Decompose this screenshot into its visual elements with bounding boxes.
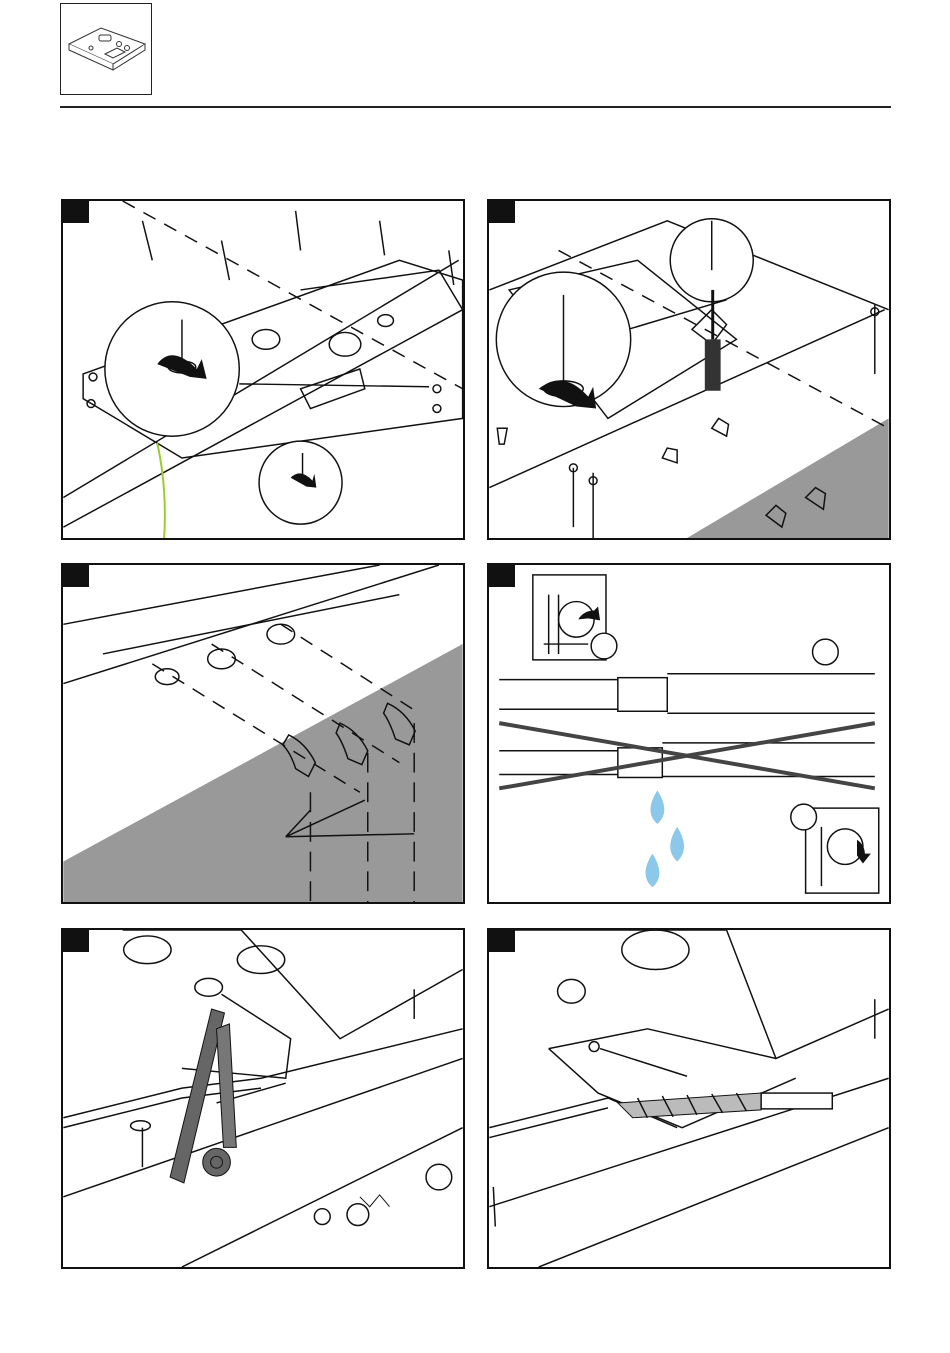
- step-marker: [489, 565, 515, 587]
- drill-bit-illustration: [489, 930, 889, 1267]
- step-marker: [63, 565, 89, 587]
- step-marker: [489, 201, 515, 223]
- step-panel-6: [487, 928, 891, 1269]
- step-panel-3: [61, 563, 465, 904]
- valve-leak-check-illustration: [489, 565, 889, 902]
- header-divider: [60, 106, 891, 108]
- step-panel-2: [487, 199, 891, 540]
- tray-screw-mounting-illustration: [63, 201, 463, 538]
- pipe-connector-illustration: [63, 565, 463, 902]
- step-panel-4: [487, 563, 891, 904]
- shower-tray-product-icon: [61, 4, 151, 94]
- step-marker: [63, 201, 89, 223]
- step-marker: [489, 930, 515, 952]
- product-thumbnail: [60, 3, 152, 95]
- step-panel-5: [61, 928, 465, 1269]
- step-panel-1: [61, 199, 465, 540]
- step-marker: [63, 930, 89, 952]
- sealant-tape-illustration: [63, 930, 463, 1267]
- tray-drain-screwdriver-illustration: [489, 201, 889, 538]
